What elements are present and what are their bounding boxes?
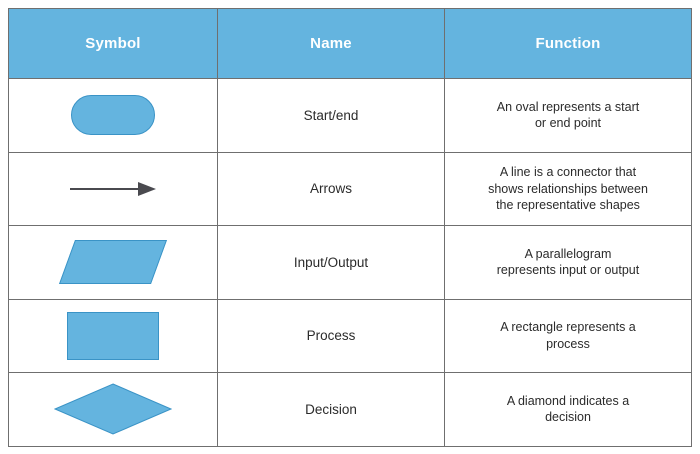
table-row: Input/Output A parallelogram represents … bbox=[8, 225, 692, 300]
rectangle-shape-icon bbox=[67, 311, 159, 360]
function-cell-process: A rectangle represents a process bbox=[444, 298, 692, 373]
table-row: Start/end An oval represents a start or … bbox=[8, 78, 692, 153]
flowchart-symbols-table-container: Symbol Name Function Start/end An oval r… bbox=[8, 8, 692, 447]
name-cell-decision: Decision bbox=[217, 372, 445, 447]
function-line: An oval represents a start bbox=[496, 99, 640, 114]
function-cell-start-end: An oval represents a start or end point bbox=[444, 78, 692, 153]
header-row: Symbol Name Function bbox=[8, 8, 692, 79]
function-line: or end point bbox=[534, 116, 602, 131]
function-line: A rectangle represents a bbox=[500, 320, 636, 335]
column-header-symbol: Symbol bbox=[8, 8, 218, 79]
parallelogram-shape-icon bbox=[58, 240, 168, 285]
symbol-cell-arrows bbox=[8, 151, 218, 226]
function-cell-input-output: A parallelogram represents input or outp… bbox=[444, 225, 692, 300]
shape-holder bbox=[9, 79, 217, 152]
name-cell-arrows: Arrows bbox=[217, 151, 445, 226]
function-line: A line is a connector that bbox=[499, 165, 637, 179]
symbol-cell-decision bbox=[8, 372, 218, 447]
function-line: shows relationships between bbox=[488, 181, 648, 196]
symbol-cell-input-output bbox=[8, 225, 218, 300]
shape-holder bbox=[9, 300, 217, 373]
table-body: Start/end An oval represents a start or … bbox=[8, 78, 692, 447]
table-row: Arrows A line is a connector that shows … bbox=[8, 151, 692, 226]
shape-holder bbox=[9, 373, 217, 446]
column-header-name: Name bbox=[217, 8, 445, 79]
table-row: Process A rectangle represents a process bbox=[8, 298, 692, 373]
function-cell-arrows: A line is a connector that shows relatio… bbox=[444, 151, 692, 226]
function-line: process bbox=[546, 336, 590, 351]
arrow-line bbox=[70, 187, 138, 190]
function-cell-decision: A diamond indicates a decision bbox=[444, 372, 692, 447]
column-header-function: Function bbox=[444, 8, 692, 79]
function-line: represents input or output bbox=[496, 263, 640, 278]
name-cell-input-output: Input/Output bbox=[217, 225, 445, 300]
flowchart-symbols-table: Symbol Name Function Start/end An oval r… bbox=[8, 8, 692, 447]
name-cell-start-end: Start/end bbox=[217, 78, 445, 153]
symbol-cell-start-end bbox=[8, 78, 218, 153]
right-arrow-shape-icon bbox=[70, 181, 156, 196]
function-line: decision bbox=[545, 410, 591, 425]
symbol-cell-process bbox=[8, 298, 218, 373]
shape-holder bbox=[9, 153, 217, 226]
function-line: A diamond indicates a bbox=[506, 393, 630, 408]
table-header: Symbol Name Function bbox=[8, 8, 692, 79]
diamond-shape-icon bbox=[54, 383, 172, 435]
function-line: A parallelogram bbox=[524, 246, 612, 261]
arrow-head bbox=[138, 181, 156, 196]
function-line: the representative shapes bbox=[496, 198, 640, 212]
name-cell-process: Process bbox=[217, 298, 445, 373]
table-row: Decision A diamond indicates a decision bbox=[8, 372, 692, 447]
stadium-oval-shape-icon bbox=[71, 95, 155, 136]
shape-holder bbox=[9, 226, 217, 299]
